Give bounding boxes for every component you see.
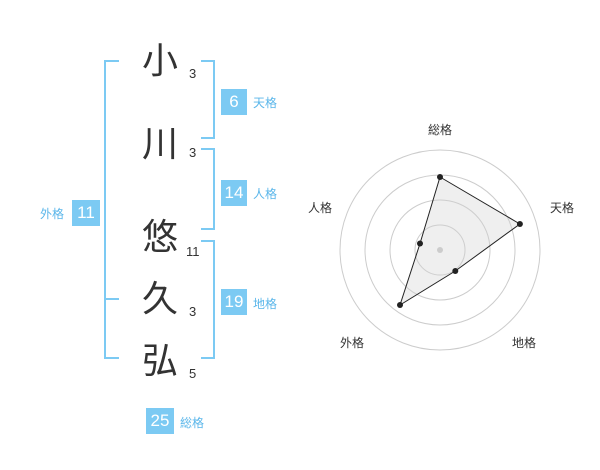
name-char-5: 弘 bbox=[141, 341, 178, 382]
jinkaku-bracket bbox=[201, 148, 215, 230]
gaikaku-bracket bbox=[104, 60, 119, 359]
stroke-count-5: 5 bbox=[189, 366, 197, 381]
chikaku-value: 19 bbox=[221, 289, 247, 315]
radar-point bbox=[417, 240, 423, 247]
radar-point bbox=[397, 302, 403, 308]
radar-axis-label-jinkaku: 人格 bbox=[308, 201, 333, 215]
jinkaku-label: 人格 bbox=[253, 187, 278, 201]
name-char-2: 川 bbox=[141, 124, 178, 165]
gaikaku-label: 外格 bbox=[40, 207, 65, 221]
chikaku-bracket bbox=[201, 240, 215, 359]
radar-point bbox=[516, 221, 523, 227]
stroke-count-1: 3 bbox=[189, 66, 197, 81]
radar-axis-label-gaikaku: 外格 bbox=[340, 336, 365, 350]
tenkaku-bracket bbox=[201, 60, 215, 139]
name-char-4: 久 bbox=[141, 279, 178, 320]
radar-point bbox=[437, 174, 443, 180]
radar-ring bbox=[389, 199, 491, 301]
radar-axis-label-chikaku: 地格 bbox=[512, 336, 537, 350]
jinkaku-value: 14 bbox=[221, 180, 247, 206]
radar-axis-label-tenkaku: 天格 bbox=[550, 201, 575, 215]
stroke-count-2: 3 bbox=[189, 145, 197, 160]
gaikaku-value: 11 bbox=[72, 200, 100, 226]
tenkaku-label: 天格 bbox=[253, 96, 278, 110]
tenkaku-value: 6 bbox=[221, 89, 247, 115]
name-char-1: 小 bbox=[141, 41, 178, 82]
radar-center-dot bbox=[437, 247, 443, 253]
radar-ring bbox=[414, 224, 466, 276]
soukaku-label: 総格 bbox=[180, 416, 205, 430]
radar-ring bbox=[339, 149, 541, 351]
stroke-count-4: 3 bbox=[189, 304, 197, 319]
radar-polygon bbox=[399, 176, 521, 307]
radar-axis-label-soukaku: 総格 bbox=[428, 123, 453, 137]
radar-point bbox=[452, 268, 459, 274]
soukaku-value: 25 bbox=[146, 408, 174, 434]
name-char-3: 悠 bbox=[141, 217, 178, 258]
chikaku-label: 地格 bbox=[253, 297, 278, 311]
stroke-count-3: 11 bbox=[186, 244, 200, 259]
gaikaku-bracket-split bbox=[104, 298, 119, 300]
